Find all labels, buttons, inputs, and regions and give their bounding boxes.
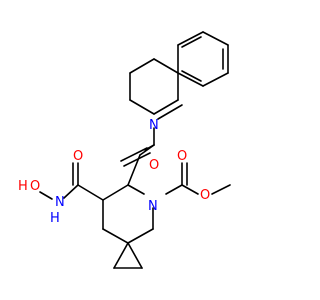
atom-label-oxygen-hydroxyl: O (30, 179, 40, 194)
atom-label-oxygen-carbamate-carbonyl: O (177, 149, 187, 164)
amide-linker (120, 127, 155, 186)
hydroxamic-acid-group (39, 162, 104, 201)
phenyl-ring (177, 31, 229, 87)
atom-label-nitrogen-ring: N (148, 199, 158, 214)
atom-label-hydrogen-on-nitrogen: H (50, 211, 60, 226)
atom-label-nitrogen-hydroxamic: N (55, 195, 65, 210)
molecule-structure-diagram: O N O N H O H N O O (18, 31, 231, 269)
atom-label-hydrogen-on-oxygen: H (18, 179, 28, 194)
atom-label-oxygen-ester: O (200, 188, 210, 203)
atom-label-oxygen-carboxamide: O (73, 149, 83, 164)
atom-label-oxygen-ketone: O (149, 158, 159, 173)
azaspiro-ring (102, 184, 154, 244)
cyclopropane-ring (113, 242, 143, 269)
tetrahydropyridine-ring (129, 58, 183, 120)
methyl-carbamate-group (165, 162, 231, 195)
atom-label-nitrogen-piperidine: N (149, 118, 159, 133)
structure-svg: O N O N H O H N O O (18, 31, 231, 269)
